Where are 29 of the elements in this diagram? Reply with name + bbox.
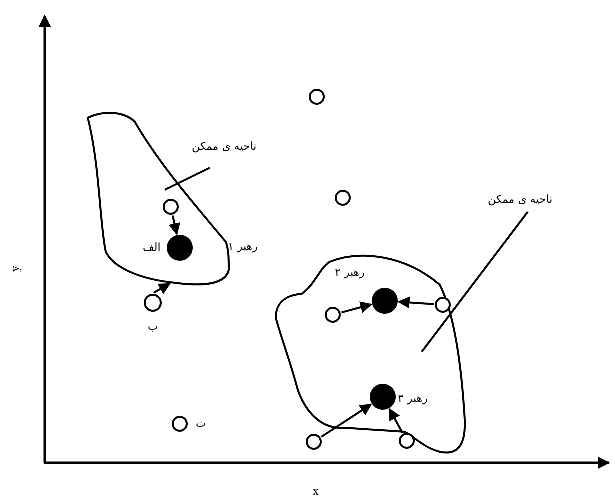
arrow (321, 404, 372, 438)
follower-point (306, 434, 322, 450)
follower-point (172, 416, 188, 432)
axis-label: y (8, 266, 22, 272)
follower-point (325, 307, 341, 323)
axis-label: x (313, 484, 319, 498)
point-label: رهبر ۳ (398, 392, 428, 406)
follower-point (399, 433, 415, 449)
leader-point (372, 288, 398, 314)
arrow (168, 216, 181, 236)
arrow (398, 296, 434, 309)
region-label: ناحیه ی ممکن (192, 140, 257, 154)
leader-line (421, 211, 529, 353)
region-label: ناحیه ی ممکن (488, 193, 553, 207)
leader-point (370, 384, 396, 410)
leader-line (164, 167, 210, 191)
point-label: الف (143, 241, 161, 255)
point-label: رهبر ۱ (228, 240, 258, 254)
follower-point (309, 89, 325, 105)
arrow (153, 283, 172, 294)
point-label: ت (196, 417, 206, 431)
arrow (341, 302, 373, 314)
follower-point (144, 294, 162, 312)
point-label: ب (148, 320, 158, 334)
point-label: رهبر ۲ (335, 266, 365, 280)
arrow (388, 408, 404, 434)
leader-point (167, 235, 193, 261)
follower-point (163, 199, 179, 215)
follower-point (335, 190, 351, 206)
